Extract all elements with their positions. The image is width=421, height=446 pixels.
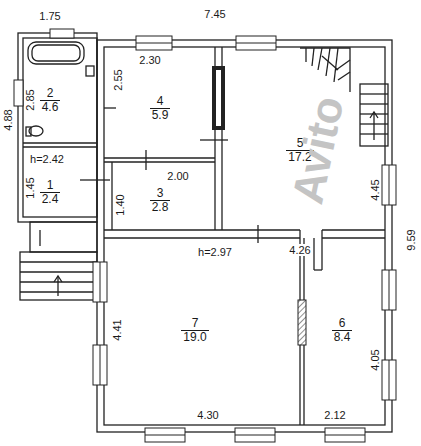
room-area: 8.4 [332,331,353,344]
room-label: 68.4 [332,317,353,344]
dimension-label: 4.41 [111,318,123,341]
dimension-label: 1.40 [114,193,126,216]
dimension-label: 7.45 [203,8,226,20]
room-label: 45.9 [150,95,171,122]
dimension-label: 1.75 [38,10,61,22]
dimension-label: h=2.42 [29,153,65,165]
watermark: Avito [284,91,352,209]
room-label: 719.0 [181,317,208,344]
dimension-label: 4.30 [196,409,219,421]
room-number: 2 [40,87,61,101]
room-area: 4.6 [40,101,61,114]
room-label: 24.6 [40,87,61,114]
room-label: 12.4 [40,179,61,206]
room-area: 2.4 [40,193,61,206]
room-number: 6 [332,317,353,331]
room-label: 32.8 [150,187,171,214]
dimension-label: 4.26 [288,244,311,256]
dimension-label: 2.85 [24,88,36,111]
dimension-label: 9.59 [405,228,417,251]
dimension-label: 4.88 [2,108,14,131]
dimension-label: 4.45 [369,178,381,201]
dimension-label: 4.05 [369,348,381,371]
room-area: 19.0 [181,331,208,344]
dimension-label: 2.12 [323,409,346,421]
dimension-label: 2.55 [112,68,124,91]
room-number: 3 [150,187,171,201]
dimension-label: 1.45 [24,176,36,199]
room-area: 2.8 [150,201,171,214]
room-number: 1 [40,179,61,193]
dimension-label: h=2.97 [197,246,233,258]
room-number: 4 [150,95,171,109]
dimension-label: 2.00 [166,170,189,182]
dimension-label: 2.30 [138,54,161,66]
room-number: 7 [181,317,208,331]
room-area: 5.9 [150,109,171,122]
